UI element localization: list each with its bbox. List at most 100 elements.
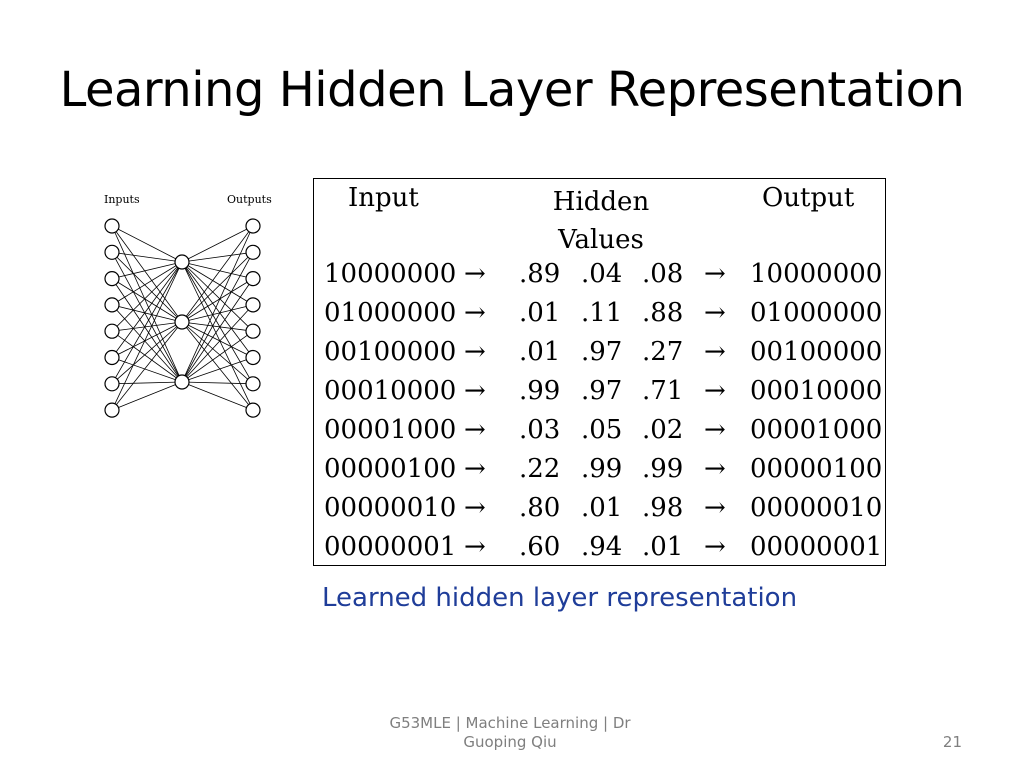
- network-diagram: Inputs Outputs: [104, 193, 272, 418]
- network-edge: [111, 261, 183, 332]
- row-output: 00000100: [750, 454, 883, 484]
- arrow-in: →: [464, 298, 486, 328]
- table-row: 00001000 → .03 .05 .02 → 00001000: [314, 411, 887, 449]
- network-edge: [181, 261, 254, 279]
- table-row: 01000000 → .01 .11 .88 → 01000000: [314, 294, 887, 332]
- hidden-value-1: .99: [519, 376, 561, 406]
- input-node: [104, 270, 120, 287]
- output-node: [245, 402, 261, 418]
- row-output: 01000000: [750, 298, 883, 328]
- hidden-value-3: .88: [642, 298, 684, 328]
- network-edge: [111, 225, 183, 323]
- row-output: 00010000: [750, 376, 883, 406]
- hidden-value-2: .04: [581, 259, 623, 289]
- network-edge: [181, 321, 254, 332]
- network-edge: [181, 252, 254, 323]
- input-node: [104, 349, 120, 366]
- hidden-value-3: .02: [642, 415, 684, 445]
- network-edge: [111, 381, 183, 385]
- network-edge: [111, 278, 183, 383]
- network-edge: [181, 357, 254, 383]
- hidden-value-1: .89: [519, 259, 561, 289]
- footer-line-1: G53MLE | Machine Learning | Dr: [389, 714, 631, 732]
- slide-title: Learning Hidden Layer Representation: [59, 62, 965, 118]
- arrow-in: →: [464, 337, 486, 367]
- network-edge: [111, 261, 183, 358]
- network-edge: [181, 261, 254, 358]
- header-input: Input: [348, 183, 419, 213]
- network-edge: [181, 252, 254, 383]
- hidden-value-3: .27: [642, 337, 684, 367]
- output-node: [245, 376, 261, 392]
- network-edge: [111, 321, 183, 332]
- arrow-in: →: [464, 259, 486, 289]
- arrow-out: →: [704, 298, 726, 328]
- network-edge: [111, 357, 183, 383]
- network-edge: [111, 252, 183, 383]
- arrow-in: →: [464, 454, 486, 484]
- network-edge: [181, 381, 254, 385]
- input-node: [104, 376, 120, 392]
- hidden-node: [174, 314, 190, 330]
- page-number: 21: [942, 733, 962, 751]
- slide-footer: G53MLE | Machine Learning | Dr Guoping Q…: [350, 714, 670, 752]
- row-input: 00000001: [324, 532, 457, 562]
- arrow-out: →: [704, 337, 726, 367]
- row-output: 00000010: [750, 493, 883, 523]
- arrow-out: →: [704, 493, 726, 523]
- hidden-value-1: .80: [519, 493, 561, 523]
- output-node: [245, 323, 261, 339]
- output-node: [245, 297, 261, 313]
- hidden-node: [174, 254, 190, 270]
- row-input: 01000000: [324, 298, 457, 328]
- table-row: 00000100 → .22 .99 .99 → 00000100: [314, 450, 887, 488]
- arrow-out: →: [704, 454, 726, 484]
- network-edge: [181, 304, 254, 383]
- hidden-value-2: .99: [581, 454, 623, 484]
- network-edge: [181, 261, 254, 332]
- hidden-value-2: .11: [581, 298, 623, 328]
- arrow-in: →: [464, 415, 486, 445]
- network-edge: [181, 278, 254, 323]
- network-edge: [111, 304, 183, 323]
- network-edge: [181, 381, 254, 411]
- row-output: 00000001: [750, 532, 883, 562]
- network-edge: [111, 261, 183, 279]
- output-node: [245, 218, 261, 234]
- network-edge: [181, 225, 254, 263]
- hidden-value-2: .97: [581, 337, 623, 367]
- network-edge: [181, 225, 254, 323]
- network-edge: [181, 330, 254, 383]
- row-input: 00010000: [324, 376, 457, 406]
- network-edge: [111, 261, 183, 306]
- network-edge: [181, 225, 254, 383]
- hidden-value-3: .71: [642, 376, 684, 406]
- hidden-value-1: .60: [519, 532, 561, 562]
- network-edge: [111, 304, 183, 383]
- table-row: 00010000 → .99 .97 .71 → 00010000: [314, 372, 887, 410]
- network-edge: [111, 225, 183, 383]
- network-edge: [111, 225, 183, 263]
- hidden-node: [174, 374, 190, 390]
- arrow-in: →: [464, 532, 486, 562]
- header-output: Output: [762, 183, 855, 213]
- network-edge: [181, 251, 254, 263]
- arrow-in: →: [464, 493, 486, 523]
- output-node: [245, 349, 261, 366]
- inputs-label: Inputs: [104, 193, 140, 206]
- arrow-out: →: [704, 259, 726, 289]
- hidden-value-1: .22: [519, 454, 561, 484]
- header-hidden: Hidden Values: [526, 183, 676, 259]
- input-node: [104, 297, 120, 313]
- header-hidden-line1: Hidden: [552, 187, 650, 217]
- outputs-label: Outputs: [227, 193, 272, 206]
- row-input: 10000000: [324, 259, 457, 289]
- network-edge: [111, 261, 183, 384]
- hidden-value-1: .03: [519, 415, 561, 445]
- network-edge: [111, 321, 183, 385]
- row-input: 00000010: [324, 493, 457, 523]
- network-edge: [181, 321, 254, 411]
- header-hidden-line2: Values: [558, 225, 644, 255]
- output-node: [245, 270, 261, 287]
- table-row: 00000010 → .80 .01 .98 → 00000010: [314, 489, 887, 527]
